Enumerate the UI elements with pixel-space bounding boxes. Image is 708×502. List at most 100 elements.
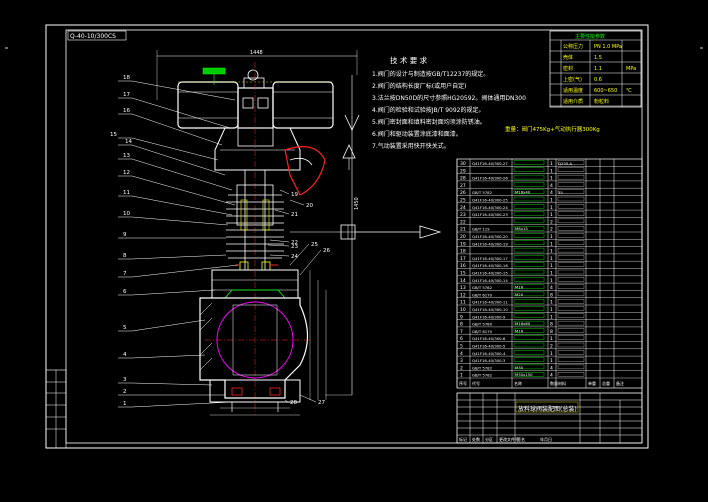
bom-code: GB/T 119	[472, 227, 490, 232]
balloon-number: 3	[123, 377, 127, 383]
bom-code: GB/T 6170	[472, 329, 493, 334]
bom-code: Q41F16-40/300-19	[472, 241, 508, 246]
bom-no: 19	[460, 241, 466, 247]
spec-label: 壳体	[563, 54, 573, 61]
drawing-name: 放料球阀装配图(总装)	[518, 405, 577, 413]
note-line-4: 4.阀门的检验和试验按JB/T 9092的规定。	[372, 106, 484, 114]
bom-header: 总重	[602, 380, 610, 386]
spec-label: 上密(气)	[563, 76, 582, 83]
bom-qty: 2	[550, 344, 553, 350]
title-label-2: 处数	[472, 436, 480, 442]
leader-line	[274, 209, 290, 215]
bom-code: Q41F16-40/300-20	[472, 234, 508, 239]
leader-line	[269, 239, 290, 243]
balloon-number: 2	[123, 389, 127, 395]
detail-arrow	[290, 224, 442, 240]
bom-no: 11	[460, 300, 466, 306]
bom-code: Q41F16-40/300-23	[472, 212, 508, 217]
title-label-1: 标记	[459, 436, 467, 442]
position-indicator	[284, 146, 326, 196]
bom-code: Q41F16-40/300-27	[472, 161, 508, 166]
title-label-5: 签名	[517, 436, 525, 442]
spec-table-title: 主要性能参数	[575, 33, 605, 40]
leader-line	[131, 254, 227, 260]
valve-assembly	[177, 62, 360, 416]
solenoid-valve	[202, 67, 226, 75]
spec-value: PN 1.0 MPa	[594, 44, 622, 50]
spec-value: 粉粒料	[594, 98, 609, 105]
balloon-number: 27	[318, 400, 325, 406]
balloon-number: 23	[291, 244, 298, 250]
bom-qty: 1	[550, 263, 553, 269]
bom-qty: 1	[550, 271, 553, 277]
balloon-number: 20	[306, 203, 313, 209]
bom-qty: 2	[550, 227, 553, 233]
balloon-number: 25	[311, 242, 318, 248]
bom-no: 23	[460, 212, 466, 218]
bom-name: M20	[515, 292, 524, 297]
balloon-number: 10	[123, 211, 130, 217]
bom-qty: 1	[550, 314, 553, 320]
leader-line	[267, 244, 290, 247]
bom-name: M16x40	[515, 190, 531, 195]
bom-code: Q41F16-40/300-17	[472, 256, 508, 261]
bom-qty: 4	[550, 183, 553, 189]
bom-material: Q235-A	[558, 161, 573, 166]
bom-code: Q41F16-40/300-25	[472, 198, 508, 203]
bom-no: 17	[460, 256, 466, 262]
drawing-id-box	[67, 30, 127, 41]
note-line-3: 3.法兰按DN50D的尺寸参照HG20592。阀体通用DN300	[372, 94, 526, 102]
leader-line	[131, 113, 223, 146]
leader-line	[289, 243, 310, 266]
leader-line	[131, 158, 233, 191]
leader-line	[131, 137, 219, 161]
spec-label: 公称压力	[563, 43, 583, 50]
leader-line	[131, 195, 233, 216]
bom-header: 代号	[472, 380, 480, 386]
top-dimension: 1448	[156, 50, 358, 100]
spec-label: 适用介质	[563, 98, 583, 105]
note-line-2: 2.阀门的结构长度厂标(或用户自定)	[372, 82, 466, 90]
bom-no: 21	[460, 227, 466, 233]
balloon-number: 13	[123, 153, 130, 159]
balloon-number: 16	[123, 108, 130, 114]
bom-no: 26	[460, 190, 466, 196]
bom-header: 单重	[588, 380, 596, 386]
leader-line	[131, 401, 233, 408]
leader-line	[131, 80, 236, 101]
leader-line	[131, 144, 226, 176]
bom-qty: 8	[550, 292, 553, 298]
weight-note: 重量：阀门475Kg+气动执行器300Kg	[505, 125, 600, 133]
note-line-5: 5.阀门密封面和填料密封面均须涂防锈油。	[372, 118, 486, 126]
bom-code: Q41F16-40/300-6	[472, 336, 506, 341]
bom-code: Q41F16-40/300-15	[472, 271, 508, 276]
leader-line	[131, 289, 216, 296]
bom-code: Q41F16-40/300-10	[472, 307, 508, 312]
bom-name: M16x60	[515, 321, 531, 326]
bom-no: 6	[460, 336, 463, 342]
technical-notes: 技 术 要 求 1.阀门的设计与制造按GB/T12237的规定。 2.阀门的结构…	[372, 55, 600, 150]
bom-qty: 1	[550, 241, 553, 247]
bom-name: M30	[515, 365, 524, 370]
bom-code: Q41F16-40/300-11	[472, 300, 508, 305]
balloon-number: 26	[323, 248, 330, 254]
bom-no: 2	[460, 365, 463, 371]
bom-qty: 1	[550, 336, 553, 342]
bom-header: 名称	[514, 380, 522, 386]
bom-code: GB/T 5780	[472, 322, 493, 327]
spec-value: 0.6	[594, 77, 602, 83]
bom-qty: 1	[550, 358, 553, 364]
leader-line	[131, 264, 239, 278]
bom-no: 3	[460, 358, 463, 364]
bom-no: 28	[460, 176, 466, 182]
spec-value: 600~650	[594, 88, 617, 94]
leader-line	[131, 354, 206, 359]
lower-flange	[209, 379, 301, 403]
balloon-number: 1	[123, 401, 127, 407]
balloon-number: 14	[125, 139, 132, 145]
balloon-number: 19	[291, 192, 298, 198]
bom-header: 序号	[459, 380, 467, 386]
bom-name: M30x150	[515, 372, 533, 377]
right-dimension-text: 1450	[354, 197, 360, 210]
